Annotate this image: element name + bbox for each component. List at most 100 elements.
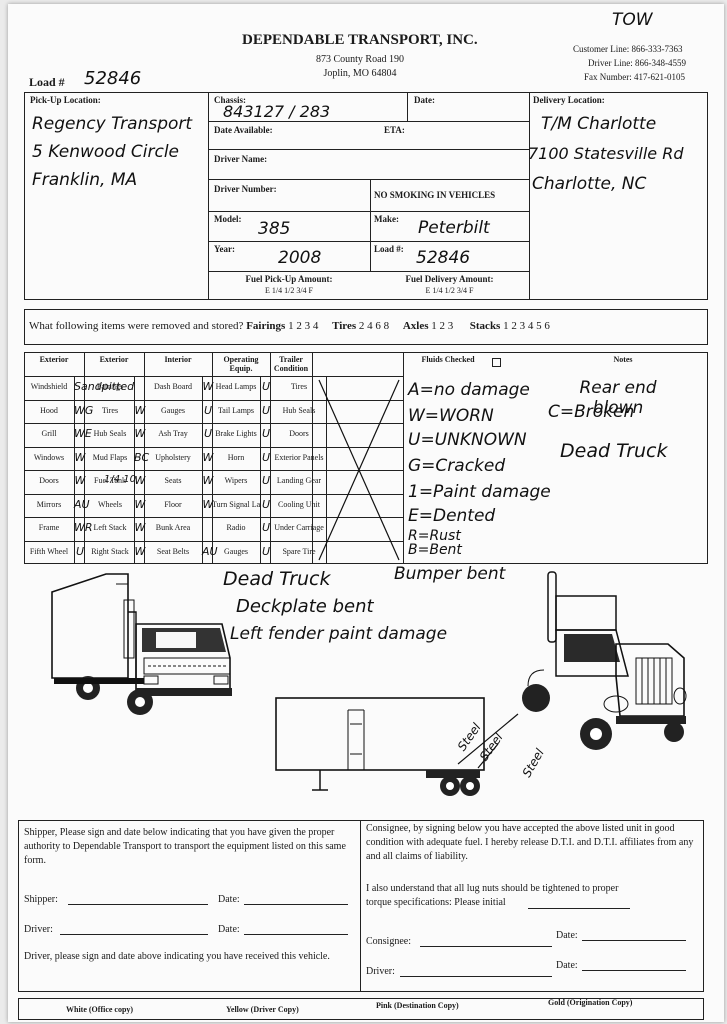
pickup-line-2: 5 Kenwood Circle: [32, 142, 180, 162]
delivery-line-3: Charlotte, NC: [532, 174, 647, 194]
cell-interior: Seats: [164, 476, 182, 485]
diagram-note-1: Dead Truck: [223, 568, 331, 590]
model-label: Model:: [214, 214, 242, 224]
company-address-2: Joplin, MO 64804: [323, 68, 397, 79]
bill-of-lading-form: TOW DEPENDABLE TRANSPORT, INC. 873 Count…: [8, 4, 724, 1022]
stacks-label: Stacks: [469, 320, 501, 332]
pickup-label: Pick-Up Location:: [30, 95, 101, 105]
mark-exterior-2: W: [134, 544, 146, 558]
driver-line: Driver Line: 866-348-4559: [588, 58, 686, 68]
mark-exterior-1: AU: [74, 497, 90, 511]
mark-interior: W: [202, 380, 214, 393]
fluids-checkbox[interactable]: [492, 358, 501, 367]
mark-exterior-1: WR: [74, 521, 93, 534]
cell-exterior-2: Left Stack: [93, 523, 127, 532]
diagram-note-2: Deckplate bent: [236, 596, 374, 617]
legend-item-1: W=WORN: [408, 406, 494, 426]
cell-operating: Turn Signal Lamps: [212, 499, 260, 509]
shipper-date-line[interactable]: [244, 904, 348, 905]
cell-trailer: Tires: [290, 382, 308, 391]
copy-gold: Gold (Origination Copy): [548, 998, 633, 1007]
bumper-note: Bumper bent: [394, 564, 506, 584]
lug-nut-initial-line[interactable]: [528, 908, 630, 909]
info-block: [24, 92, 708, 300]
shipper-driver-date-label: Date:: [218, 924, 240, 935]
cell-operating: Horn: [227, 452, 245, 462]
col-header-4: Trailer Condition: [273, 355, 309, 373]
consignee-driver-date-line[interactable]: [582, 970, 686, 971]
consignee-signature-line[interactable]: [420, 946, 552, 947]
cell-exterior-1: Fifth Wheel: [29, 546, 69, 556]
fax-number: Fax Number: 417-621-0105: [584, 72, 685, 82]
cell-exterior-1: Hood: [40, 405, 58, 415]
copy-footer: [18, 998, 704, 1020]
cell-exterior-2: Tires: [101, 405, 119, 415]
fairings-label: Fairings: [246, 320, 286, 332]
copy-pink: Pink (Destination Copy): [376, 1001, 459, 1010]
shipper-text: Shipper, Please sign and date below indi…: [24, 827, 346, 866]
mark-interior: U: [203, 403, 213, 417]
load-number-label: Load #: [29, 75, 65, 89]
cell-trailer: Hub Seals: [282, 405, 316, 415]
model-value: 385: [258, 219, 291, 239]
mark-exterior-2: W: [134, 521, 146, 534]
pickup-line-1: Regency Transport: [32, 114, 193, 134]
cell-operating: Tail Lamps: [217, 405, 255, 415]
cell-interior: Bunk Area: [155, 523, 191, 532]
delivery-line-1: T/M Charlotte: [541, 114, 657, 134]
shipper-driver-signature-line[interactable]: [60, 934, 208, 935]
cell-trailer: Exterior Panels: [274, 452, 324, 462]
legend-item-6: R=Rust: [408, 528, 461, 544]
mark-exterior-2: W: [134, 403, 146, 417]
col-header-0: Exterior: [39, 355, 69, 364]
mark-interior: AU: [202, 544, 218, 558]
mark-exterior-2: BC: [134, 450, 150, 464]
removed-items-box: [24, 309, 708, 345]
cell-interior: Seat Belts: [156, 546, 190, 556]
axles-options: 1 2 3: [431, 320, 454, 332]
shipper-driver-date-line[interactable]: [244, 934, 348, 935]
mark-interior: W: [202, 497, 214, 511]
legend-item-5: E=Dented: [408, 506, 496, 526]
cell-interior: Dash Board: [154, 382, 192, 391]
shipper-signature-line[interactable]: [68, 904, 208, 905]
load2-value: 52846: [416, 248, 471, 268]
make-label: Make:: [374, 214, 399, 224]
make-value: Peterbilt: [418, 218, 490, 238]
legend-item-7: B=Bent: [408, 542, 462, 558]
cell-exterior-1: Frame: [38, 523, 60, 532]
driver-name-label: Driver Name:: [214, 154, 268, 164]
shipper-date-label: Date:: [218, 894, 240, 905]
mark-operating: U: [261, 427, 271, 440]
consignee-driver-signature-line[interactable]: [400, 976, 552, 977]
date-available-label: Date Available:: [214, 125, 273, 135]
cell-exterior-2: Wheels: [98, 499, 122, 509]
mark-interior: U: [203, 427, 213, 440]
legend-item-3: G=Cracked: [408, 456, 506, 476]
cell-interior: Ash Tray: [158, 429, 188, 438]
delivery-line-2: 7100 Statesville Rd: [528, 144, 684, 163]
fuel-tank-note: 1/4 10: [104, 474, 136, 485]
col-header-1: Exterior: [99, 355, 129, 364]
date-label: Date:: [414, 95, 435, 105]
diagram-note-3: Left fender paint damage: [230, 624, 448, 644]
mark-operating: U: [261, 450, 271, 464]
trailer-diagram: [275, 697, 485, 796]
delivery-label: Delivery Location:: [533, 95, 605, 105]
mark-interior: W: [202, 474, 214, 487]
cell-exterior-2: Mud Flaps: [92, 452, 128, 462]
mark-operating: U: [261, 497, 271, 511]
mark-operating: U: [261, 544, 271, 558]
load2-label: Load #:: [374, 244, 404, 254]
mark-exterior-1: WG: [74, 403, 94, 417]
driver-number-label: Driver Number:: [214, 184, 277, 194]
mark-operating: U: [261, 380, 271, 393]
company-name: DEPENDABLE TRANSPORT, INC.: [242, 32, 478, 48]
consignee-date-line[interactable]: [582, 940, 686, 941]
consignee-driver-label: Driver:: [366, 966, 395, 977]
mark-exterior-1: WE: [74, 427, 92, 440]
signature-section: [18, 820, 704, 992]
company-address-1: 873 County Road 190: [315, 54, 405, 65]
cell-trailer: Landing Gear: [276, 476, 322, 485]
year-label: Year:: [214, 244, 235, 254]
